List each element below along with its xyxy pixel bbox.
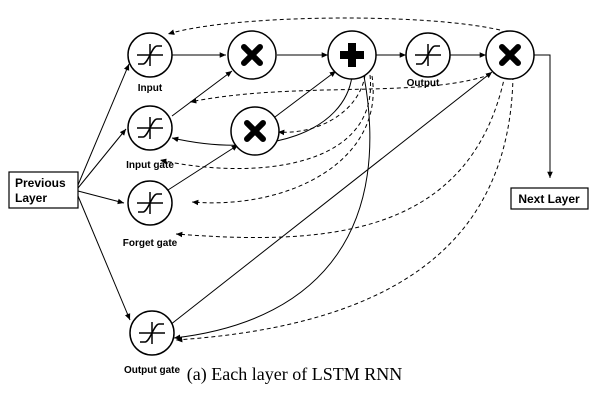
node-multiply-2 — [230, 106, 280, 156]
node-input-gate-label: Input gate — [126, 160, 174, 171]
edge-outputgate-to-mul3 — [169, 71, 493, 326]
previous-layer-line2: Layer — [15, 191, 47, 205]
node-output-label: Output — [407, 78, 440, 89]
edge-fb-mul3-to-outputgate — [175, 75, 514, 343]
edge-inputgate-to-mul1 — [171, 70, 233, 117]
previous-layer-line1: Previous — [15, 176, 66, 190]
node-input-label: Input — [138, 83, 163, 94]
dashed-connections — [159, 17, 514, 343]
edge-forgetgate-to-mul2 — [167, 144, 239, 191]
edge-prev-to-output-gate — [77, 195, 131, 321]
sigmoid-icon — [137, 44, 163, 66]
next-layer-box: Next Layer — [510, 187, 589, 210]
plus-icon — [340, 43, 364, 67]
edge-add-to-outputgate — [173, 75, 371, 341]
edge-fb-top-to-input — [167, 17, 501, 35]
edge-mul2-to-add — [270, 70, 337, 121]
edge-prev-to-input — [77, 63, 130, 186]
figure-caption: (a) Each layer of LSTM RNN — [186, 364, 403, 384]
multiply-icon — [244, 120, 266, 142]
edge-prev-to-input-gate — [77, 128, 127, 189]
edge-fb-mul3-to-inputgate — [189, 71, 498, 104]
previous-layer-box: Previous Layer — [8, 171, 79, 209]
node-output-gate-label: Output gate — [124, 365, 181, 376]
sigmoid-icon — [137, 192, 163, 214]
node-forget-gate: Forget gate — [123, 180, 178, 249]
edge-fb-add-to-mul2 — [277, 74, 366, 136]
node-output-gate: Output gate — [124, 310, 181, 376]
next-layer-label: Next Layer — [518, 192, 580, 206]
node-multiply-1 — [227, 30, 277, 80]
sigmoid-icon — [139, 322, 165, 344]
multiply-icon — [499, 44, 521, 66]
edge-fb-add-to-forgetgate — [191, 75, 374, 206]
multiply-icon — [241, 44, 263, 66]
node-add — [327, 30, 377, 80]
sigmoid-icon — [415, 44, 441, 66]
sigmoid-icon — [137, 117, 163, 139]
edge-fb-mul3-to-forgetgate — [175, 74, 506, 239]
edge-add-to-inputgate — [171, 75, 353, 146]
node-forget-gate-label: Forget gate — [123, 238, 178, 249]
node-output: Output — [405, 32, 451, 89]
node-input: Input — [127, 32, 173, 94]
solid-connections — [77, 52, 553, 341]
node-multiply-3 — [485, 30, 535, 80]
edge-mul3-to-next — [532, 54, 553, 178]
node-input-gate: Input gate — [126, 105, 174, 171]
edge-fb-add-to-inputgate — [159, 74, 371, 170]
edge-prev-to-forget-gate — [77, 190, 125, 205]
